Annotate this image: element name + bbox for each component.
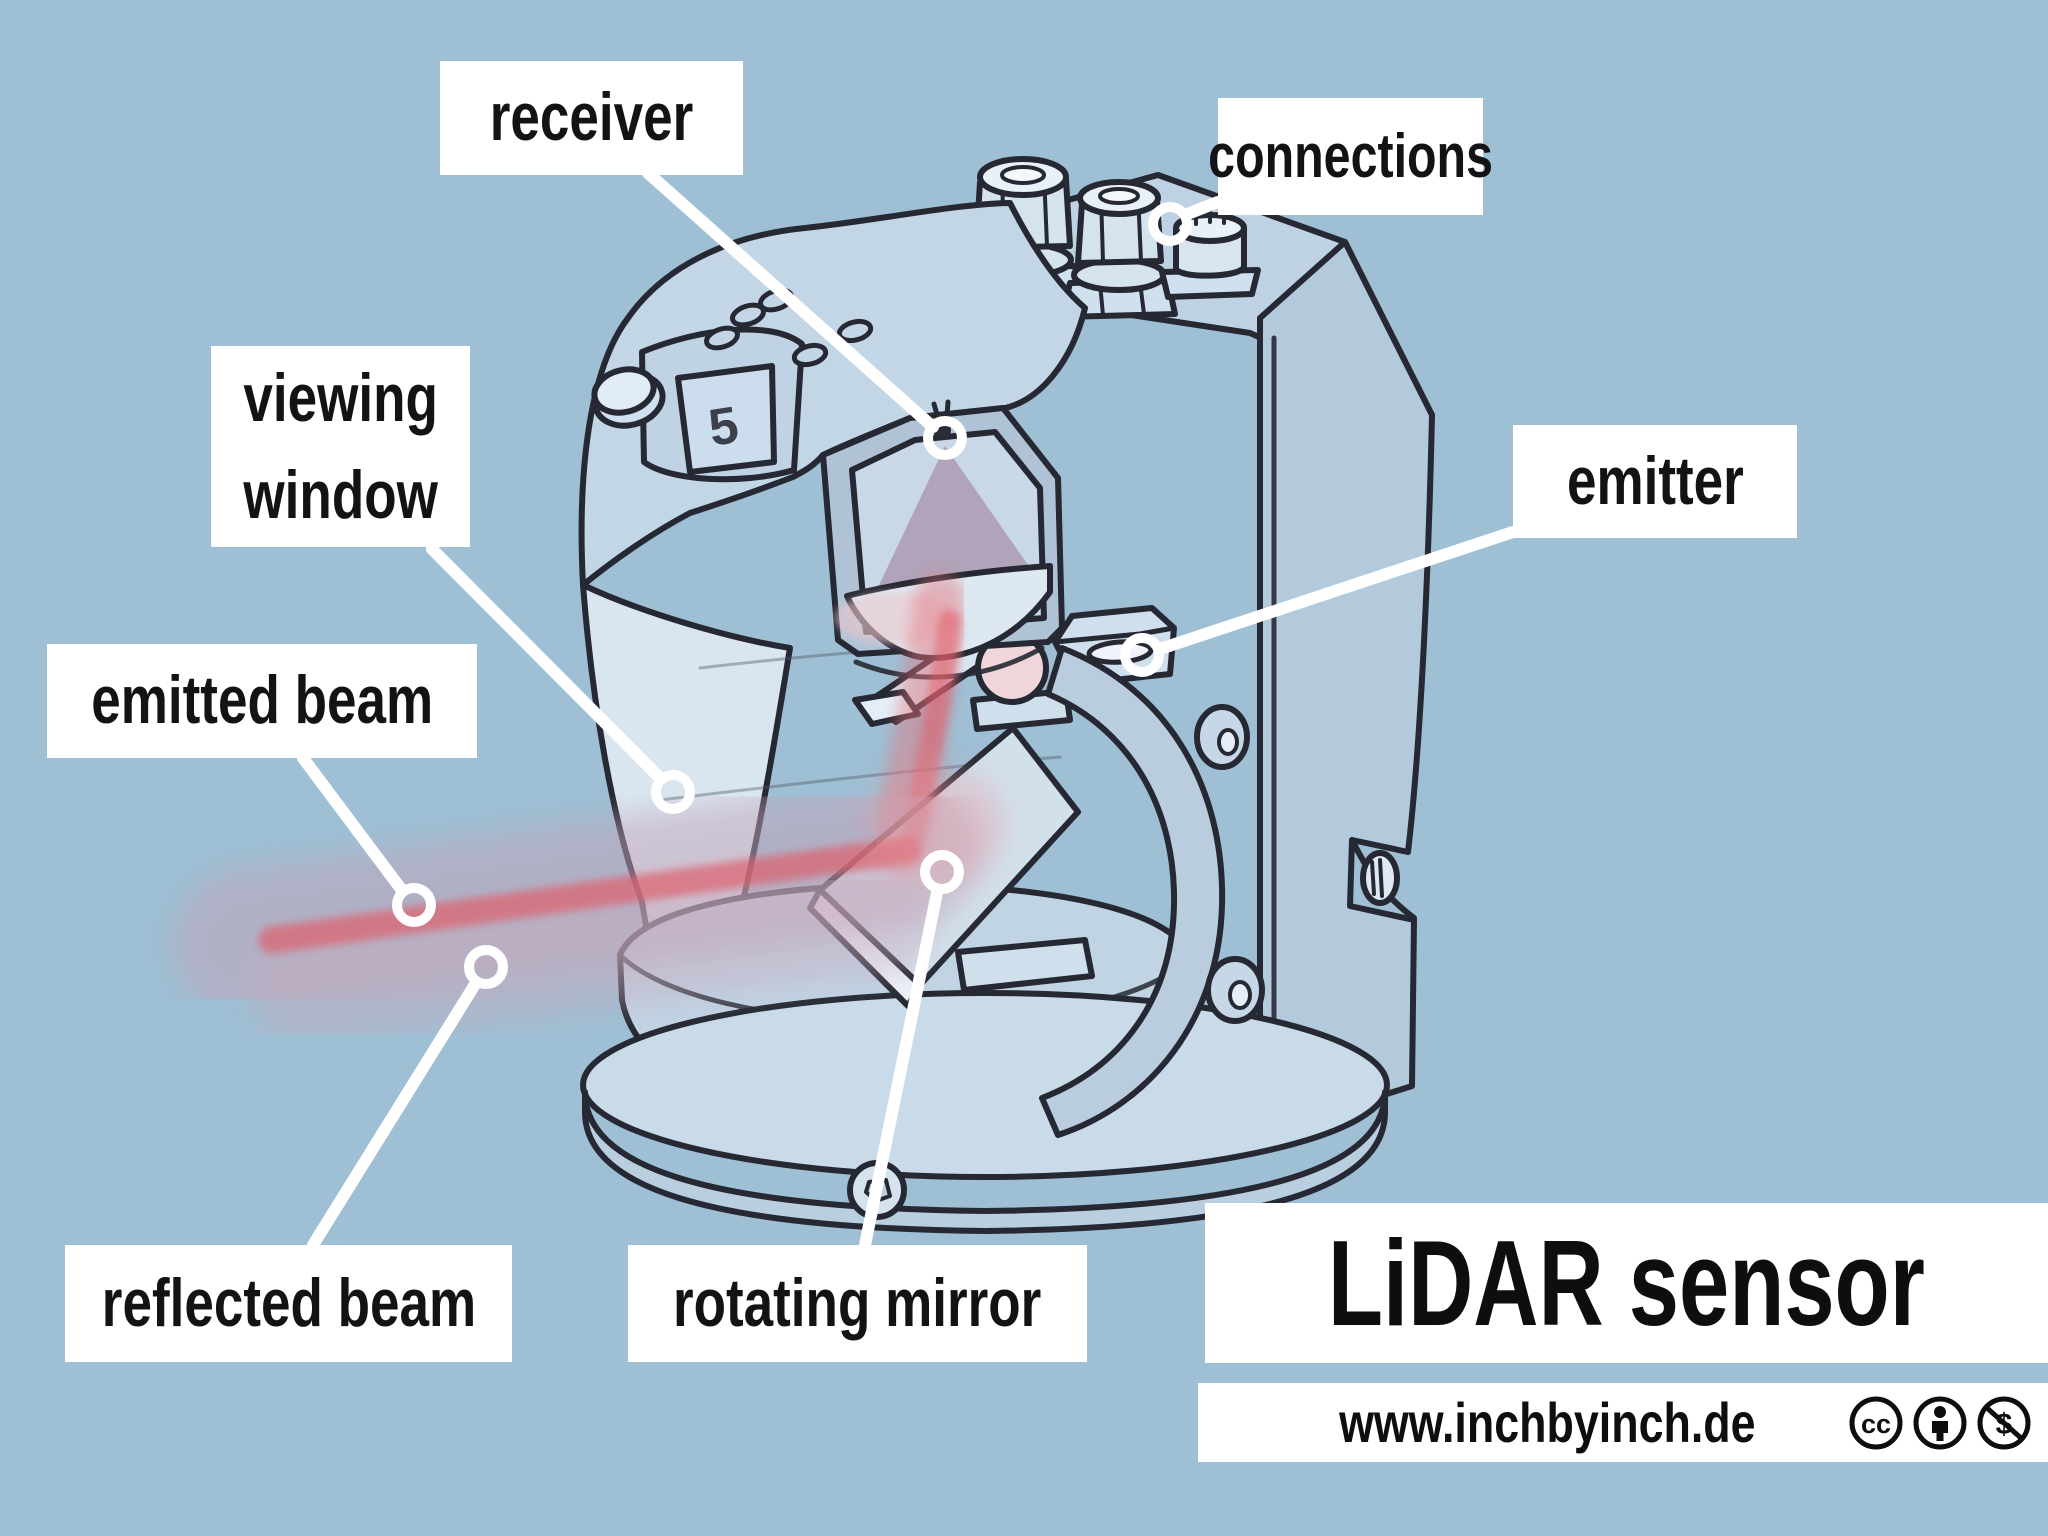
- leader-line-emitter: [1157, 526, 1519, 654]
- cable-gland-medium: [1059, 179, 1178, 320]
- label-reflected-beam: reflected beam: [65, 1245, 512, 1362]
- label-receiver-text: receiver: [489, 79, 694, 156]
- sensor-head: [578, 200, 1088, 588]
- marker-circle-reflected-beam: [464, 945, 508, 989]
- attribution-icon: [1913, 1396, 1967, 1449]
- marker-circle-viewing-window: [651, 770, 695, 814]
- label-emitter-text: emitter: [1566, 442, 1744, 519]
- cc-icon: cc: [1849, 1396, 1903, 1449]
- marker-circle-rotating-mirror: [920, 850, 964, 894]
- label-connections: connections: [1208, 98, 1493, 215]
- credit-bar: www.inchbyinch.de cc $: [1198, 1383, 2048, 1462]
- marker-circles: [392, 202, 1192, 989]
- svg-text:cc: cc: [1861, 1409, 1891, 1439]
- arch-screw-hole-bottom: [1228, 980, 1252, 1010]
- leader-line-reflected-beam: [307, 980, 480, 1251]
- label-rotating-mirror: rotating mirror: [628, 1245, 1087, 1362]
- website-url: www.inchbyinch.de: [1339, 1391, 1756, 1454]
- label-viewing-window-line1: viewing: [243, 359, 438, 436]
- leader-line-viewing-window: [426, 543, 666, 784]
- label-rotating-mirror-text: rotating mirror: [673, 1264, 1042, 1341]
- label-receiver: receiver: [440, 61, 743, 175]
- leader-line-rotating-mirror: [859, 887, 943, 1251]
- emitted-beam-core: [258, 836, 922, 954]
- mirror-beam-glow: [865, 765, 1005, 885]
- arch-screw-hole-top: [1217, 728, 1239, 756]
- knob-top: [591, 366, 657, 416]
- label-reflected-beam-text: reflected beam: [101, 1264, 476, 1341]
- laser-beams: [173, 574, 1005, 1046]
- rear-box-side-face: [1257, 239, 1435, 1125]
- marker-circle-receiver: [923, 416, 967, 460]
- bracket-screw-hatch: [1370, 858, 1384, 898]
- emitter-slot: [1086, 639, 1154, 665]
- leader-line-connections: [1184, 196, 1224, 219]
- leader-line-emitted-beam: [297, 752, 407, 895]
- label-emitter: emitter: [1513, 425, 1797, 538]
- control-panel: 5: [591, 287, 874, 483]
- base-plate: [580, 990, 1390, 1234]
- license-icons: cc $: [1848, 1395, 2032, 1451]
- page-title: LiDAR sensor: [1328, 1215, 1925, 1351]
- leader-lines: [297, 167, 1519, 1251]
- label-emitted-beam: emitted beam: [47, 644, 477, 758]
- marker-circle-connections: [1148, 202, 1192, 246]
- panel-buttons: [704, 287, 874, 368]
- marker-circle-emitter: [1120, 633, 1164, 677]
- display-panel: [675, 363, 777, 475]
- label-viewing-window-line2: window: [243, 456, 438, 533]
- reflected-beam-haze: [251, 868, 934, 1046]
- leader-line-receiver: [642, 167, 939, 433]
- label-viewing-window: viewing window: [211, 346, 470, 547]
- marker-circle-emitted-beam: [392, 883, 436, 927]
- label-emitted-beam-text: emitted beam: [91, 662, 433, 739]
- label-connections-text: connections: [1208, 121, 1493, 191]
- title-panel: LiDAR sensor: [1205, 1203, 2048, 1363]
- mirror-pedestal: [955, 937, 1095, 993]
- support-arch: [1039, 645, 1265, 1138]
- non-commercial-icon: $: [1977, 1396, 2031, 1449]
- device-body: 5: [578, 156, 1435, 1234]
- window-sill-line: [853, 645, 1045, 680]
- receiver-beam-triangle: [872, 446, 1044, 600]
- round-connector: [1159, 208, 1261, 300]
